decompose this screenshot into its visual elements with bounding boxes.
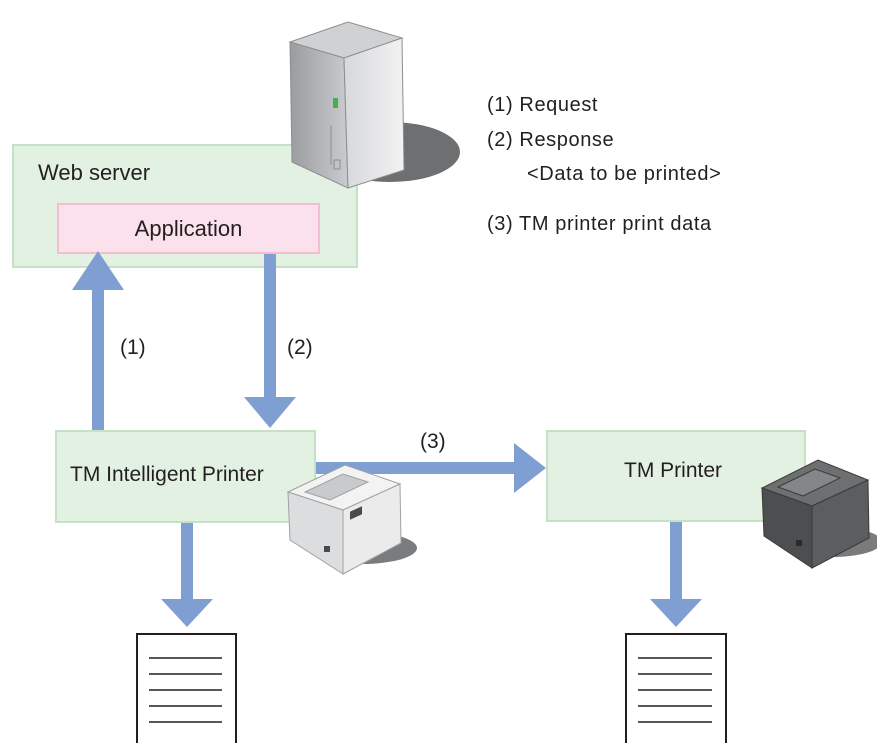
application-box [57, 203, 320, 254]
request-arrow [72, 251, 124, 430]
left-print-arrow [161, 523, 213, 627]
printed-receipt-icon [625, 633, 727, 743]
legend-item-response-detail: <Data to be printed> [527, 163, 722, 185]
application-label: Application [134, 216, 243, 241]
tm-intelligent-printer-label: TM Intelligent Printer [70, 463, 264, 486]
legend-item-request: (1) Request [487, 94, 599, 116]
right-print-arrow [650, 522, 702, 627]
legend-item-response: (2) Response [487, 129, 615, 151]
web-server-label: Web server [38, 160, 151, 185]
legend-item-print-data: (3) TM printer print data [487, 213, 712, 235]
printed-receipt-icon [136, 633, 237, 743]
response-arrow-label: (2) [287, 336, 313, 359]
print-data-arrow [316, 443, 546, 493]
black-receipt-printer-icon [760, 459, 877, 569]
white-receipt-printer-icon [286, 464, 417, 575]
server-icon [288, 21, 460, 189]
tm-printer-label: TM Printer [624, 459, 723, 482]
print-data-arrow-label: (3) [420, 430, 446, 453]
tm-intelligent-printer-box [55, 430, 316, 523]
response-arrow [244, 254, 296, 428]
request-arrow-label: (1) [120, 336, 146, 359]
